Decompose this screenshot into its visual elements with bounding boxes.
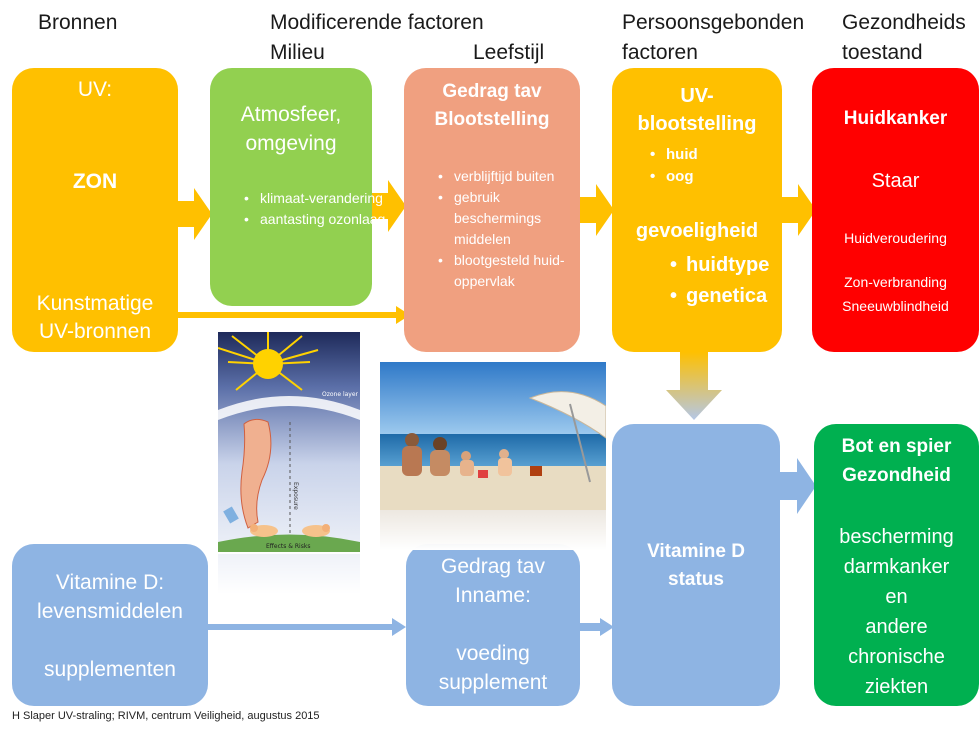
zon-label: ZON [72,170,118,193]
milieu-item: aantasting ozonlaag [244,209,388,230]
pers-title-line2: blootstelling [637,113,757,135]
header-modificerende: Modificerende factoren [270,11,484,34]
huidkanker-label: Huidkanker [843,108,948,129]
beach-photo [380,362,606,550]
header-milieu: Milieu [270,41,325,64]
bot-line: andere [865,616,928,638]
header-bronnen: Bronnen [38,11,118,34]
vitd-line2: levensmiddelen [37,600,183,623]
pers-item: huid [650,144,697,166]
source-footer: H Slaper UV-straling; RIVM, centrum Veil… [12,710,320,722]
gedrag-inname-box: Gedrag tav Inname: voeding supplement [406,544,580,706]
gedrag-title-line2: Blootstelling [434,109,550,130]
header-leefstijl: Leefstijl [473,41,545,64]
bot-line: darmkanker [843,556,950,578]
huidveroudering-label: Huidveroudering [844,230,947,246]
uv-source-box: UV: ZON Kunstmatige UV-bronnen [12,68,178,352]
vitamine-d-bronnen-box: Vitamine D: levensmiddelen supplementen [12,544,208,706]
header-toestand: toestand [842,41,923,64]
vitd-line3: supplementen [44,658,176,681]
gedrag-item: verblijftijd buiten [438,166,578,187]
gezondheid-box: Huidkanker Staar Huidveroudering Zon-ver… [812,68,979,352]
gevoeligheid-label: gevoeligheid [635,220,759,242]
pers-title: UV- blootstelling [612,82,782,138]
header-persoonsgebonden: Persoonsgebonden [622,11,805,34]
sneeuwblindheid-label: Sneeuwblindheid [842,298,949,314]
status-text: Vitamine D status [612,538,780,594]
milieu-list: klimaat-verandering aantasting ozonlaag [238,188,388,230]
arrow-kunstmatige-gedrag [178,306,410,324]
inname-line1: Gedrag tav [441,555,545,578]
pers-item: huidtype [670,250,769,281]
bot-line: ziekten [864,676,929,698]
pers-list-2: huidtype genetica [664,250,769,312]
arrow-pers-status [666,352,722,420]
milieu-title-line2: omgeving [245,132,337,155]
bot-line: chronische [848,646,945,668]
pers-title-line1: UV- [680,85,714,107]
ozone-layer-label: Ozone layer [322,391,359,398]
uv-exposure-illustration: Ozone layer Exposure Effects & Risks [218,332,360,594]
milieu-title: Atmosfeer, omgeving [210,100,372,158]
header-factoren: factoren [622,41,698,64]
inname-line3: voeding [456,642,530,665]
header-gezondheids: Gezondheids [842,11,966,34]
arrow-status-bot [780,458,816,514]
pers-item: genetica [670,281,769,312]
bot-line: en [885,586,908,608]
milieu-item: klimaat-verandering [244,188,388,209]
inname-text: Gedrag tav Inname: voeding supplement [406,552,580,697]
arrow-vitd-inname [208,618,406,636]
exposure-label: Exposure [292,482,299,510]
zon-verbranding-label: Zon-verbranding [844,274,947,290]
gedrag-title: Gedrag tav Blootstelling [404,78,580,134]
status-line1: Vitamine D [647,541,745,562]
gedrag-title-line1: Gedrag tav [442,81,542,102]
arrow-pers-gez [782,184,816,236]
pers-list-1: huid oog [644,144,698,188]
bot-lines: bescherming darmkanker en andere chronis… [814,522,979,702]
gedrag-item: blootgesteld huid-oppervlak [438,250,578,292]
bot-title-line1: Bot en spier [841,436,952,457]
gedrag-blootstelling-box: Gedrag tav Blootstelling verblijftijd bu… [404,68,580,352]
uv-title: UV: [77,78,113,101]
kunstmatige-line2: UV-bronnen [38,320,152,343]
status-line2: status [668,569,724,590]
pers-item: oog [650,166,698,188]
arrow-uv-milieu [178,188,212,240]
bot-spier-box: Bot en spier Gezondheid bescherming darm… [814,424,979,706]
milieu-title-line1: Atmosfeer, [240,103,342,126]
kunstmatige-line1: Kunstmatige [36,292,154,315]
effects-risks-label: Effects & Risks [266,543,310,550]
inname-line4: supplement [438,671,548,694]
staar-label: Staar [871,170,920,192]
vitamine-d-status-box: Vitamine D status [612,424,780,706]
uv-blootstelling-box: UV- blootstelling huid oog gevoeligheid … [612,68,782,352]
bot-title-line2: Gezondheid [842,465,951,486]
bot-line: bescherming [839,526,954,548]
gedrag-item: gebruik beschermings middelen [438,187,578,250]
arrow-gedrag-pers [580,184,614,236]
vitd-line1: Vitamine D: [55,571,165,594]
kunstmatige-label: Kunstmatige UV-bronnen [12,290,178,346]
inname-line2: Inname: [455,584,531,607]
milieu-box: Atmosfeer, omgeving klimaat-verandering … [210,68,385,306]
vitd-text: Vitamine D: levensmiddelen supplementen [12,568,208,684]
arrow-inname-status [580,618,614,636]
gedrag-list: verblijftijd buiten gebruik beschermings… [432,166,578,292]
bot-title: Bot en spier Gezondheid [814,432,979,490]
